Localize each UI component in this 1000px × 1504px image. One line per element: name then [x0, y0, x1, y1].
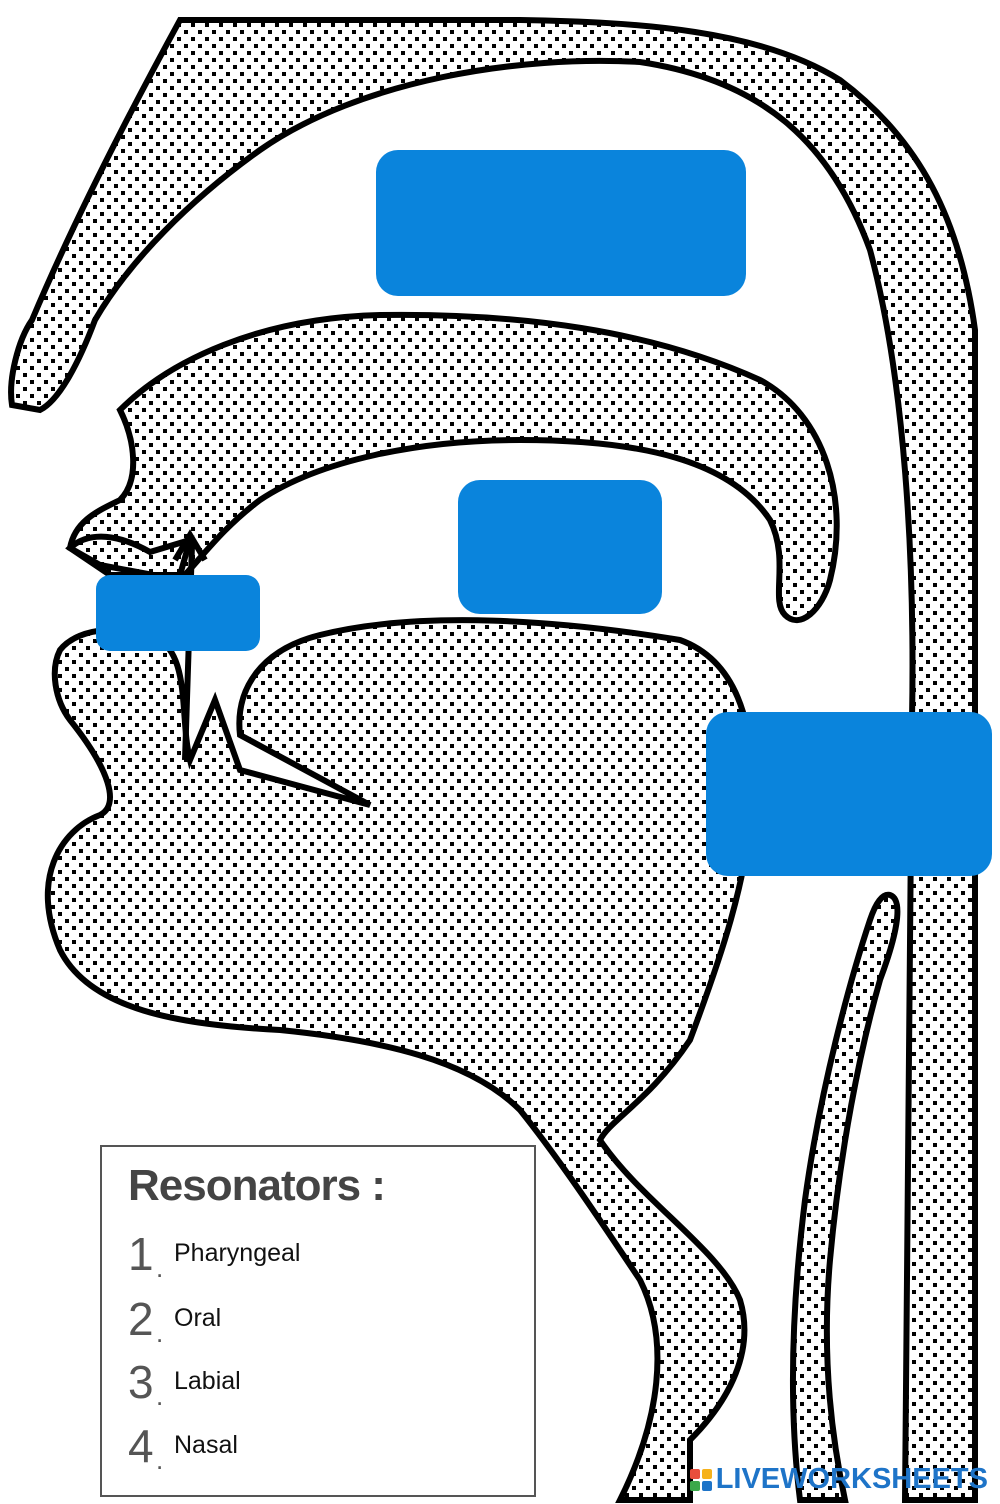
legend-title: Resonators : — [128, 1161, 386, 1210]
liveworksheets-logo-icon — [689, 1468, 712, 1491]
legend-dot: . — [156, 1381, 164, 1411]
pharyngeal-dropbox[interactable] — [706, 712, 992, 876]
legend-label: Oral — [174, 1304, 222, 1332]
legend-label: Nasal — [174, 1431, 238, 1459]
tongue-jaw-shape — [44, 617, 756, 1503]
upper-lip-shape — [65, 533, 195, 578]
legend-number: 3 — [128, 1356, 154, 1408]
nasal-dropbox[interactable] — [376, 150, 746, 296]
legend-box: Resonators : 1 . Pharyngeal 2 . Oral 3 .… — [100, 1145, 536, 1497]
head-outline-shape — [8, 17, 978, 1503]
legend-number: 2 — [128, 1293, 154, 1345]
legend-dot: . — [156, 1318, 164, 1348]
legend-label: Labial — [174, 1367, 241, 1395]
legend-dot: . — [156, 1445, 164, 1475]
brand-text: LIVEWORKSHEETS — [715, 1463, 988, 1495]
liveworksheets-branding[interactable]: LIVEWORKSHEETS — [689, 1463, 988, 1496]
legend-label: Pharyngeal — [174, 1239, 301, 1267]
legend-number: 1 — [128, 1228, 154, 1280]
legend-dot: . — [156, 1253, 164, 1283]
legend-number: 4 — [128, 1420, 154, 1472]
oral-dropbox[interactable] — [458, 480, 662, 614]
labial-dropbox[interactable] — [96, 575, 260, 651]
epiglottis-shape — [790, 891, 901, 1503]
